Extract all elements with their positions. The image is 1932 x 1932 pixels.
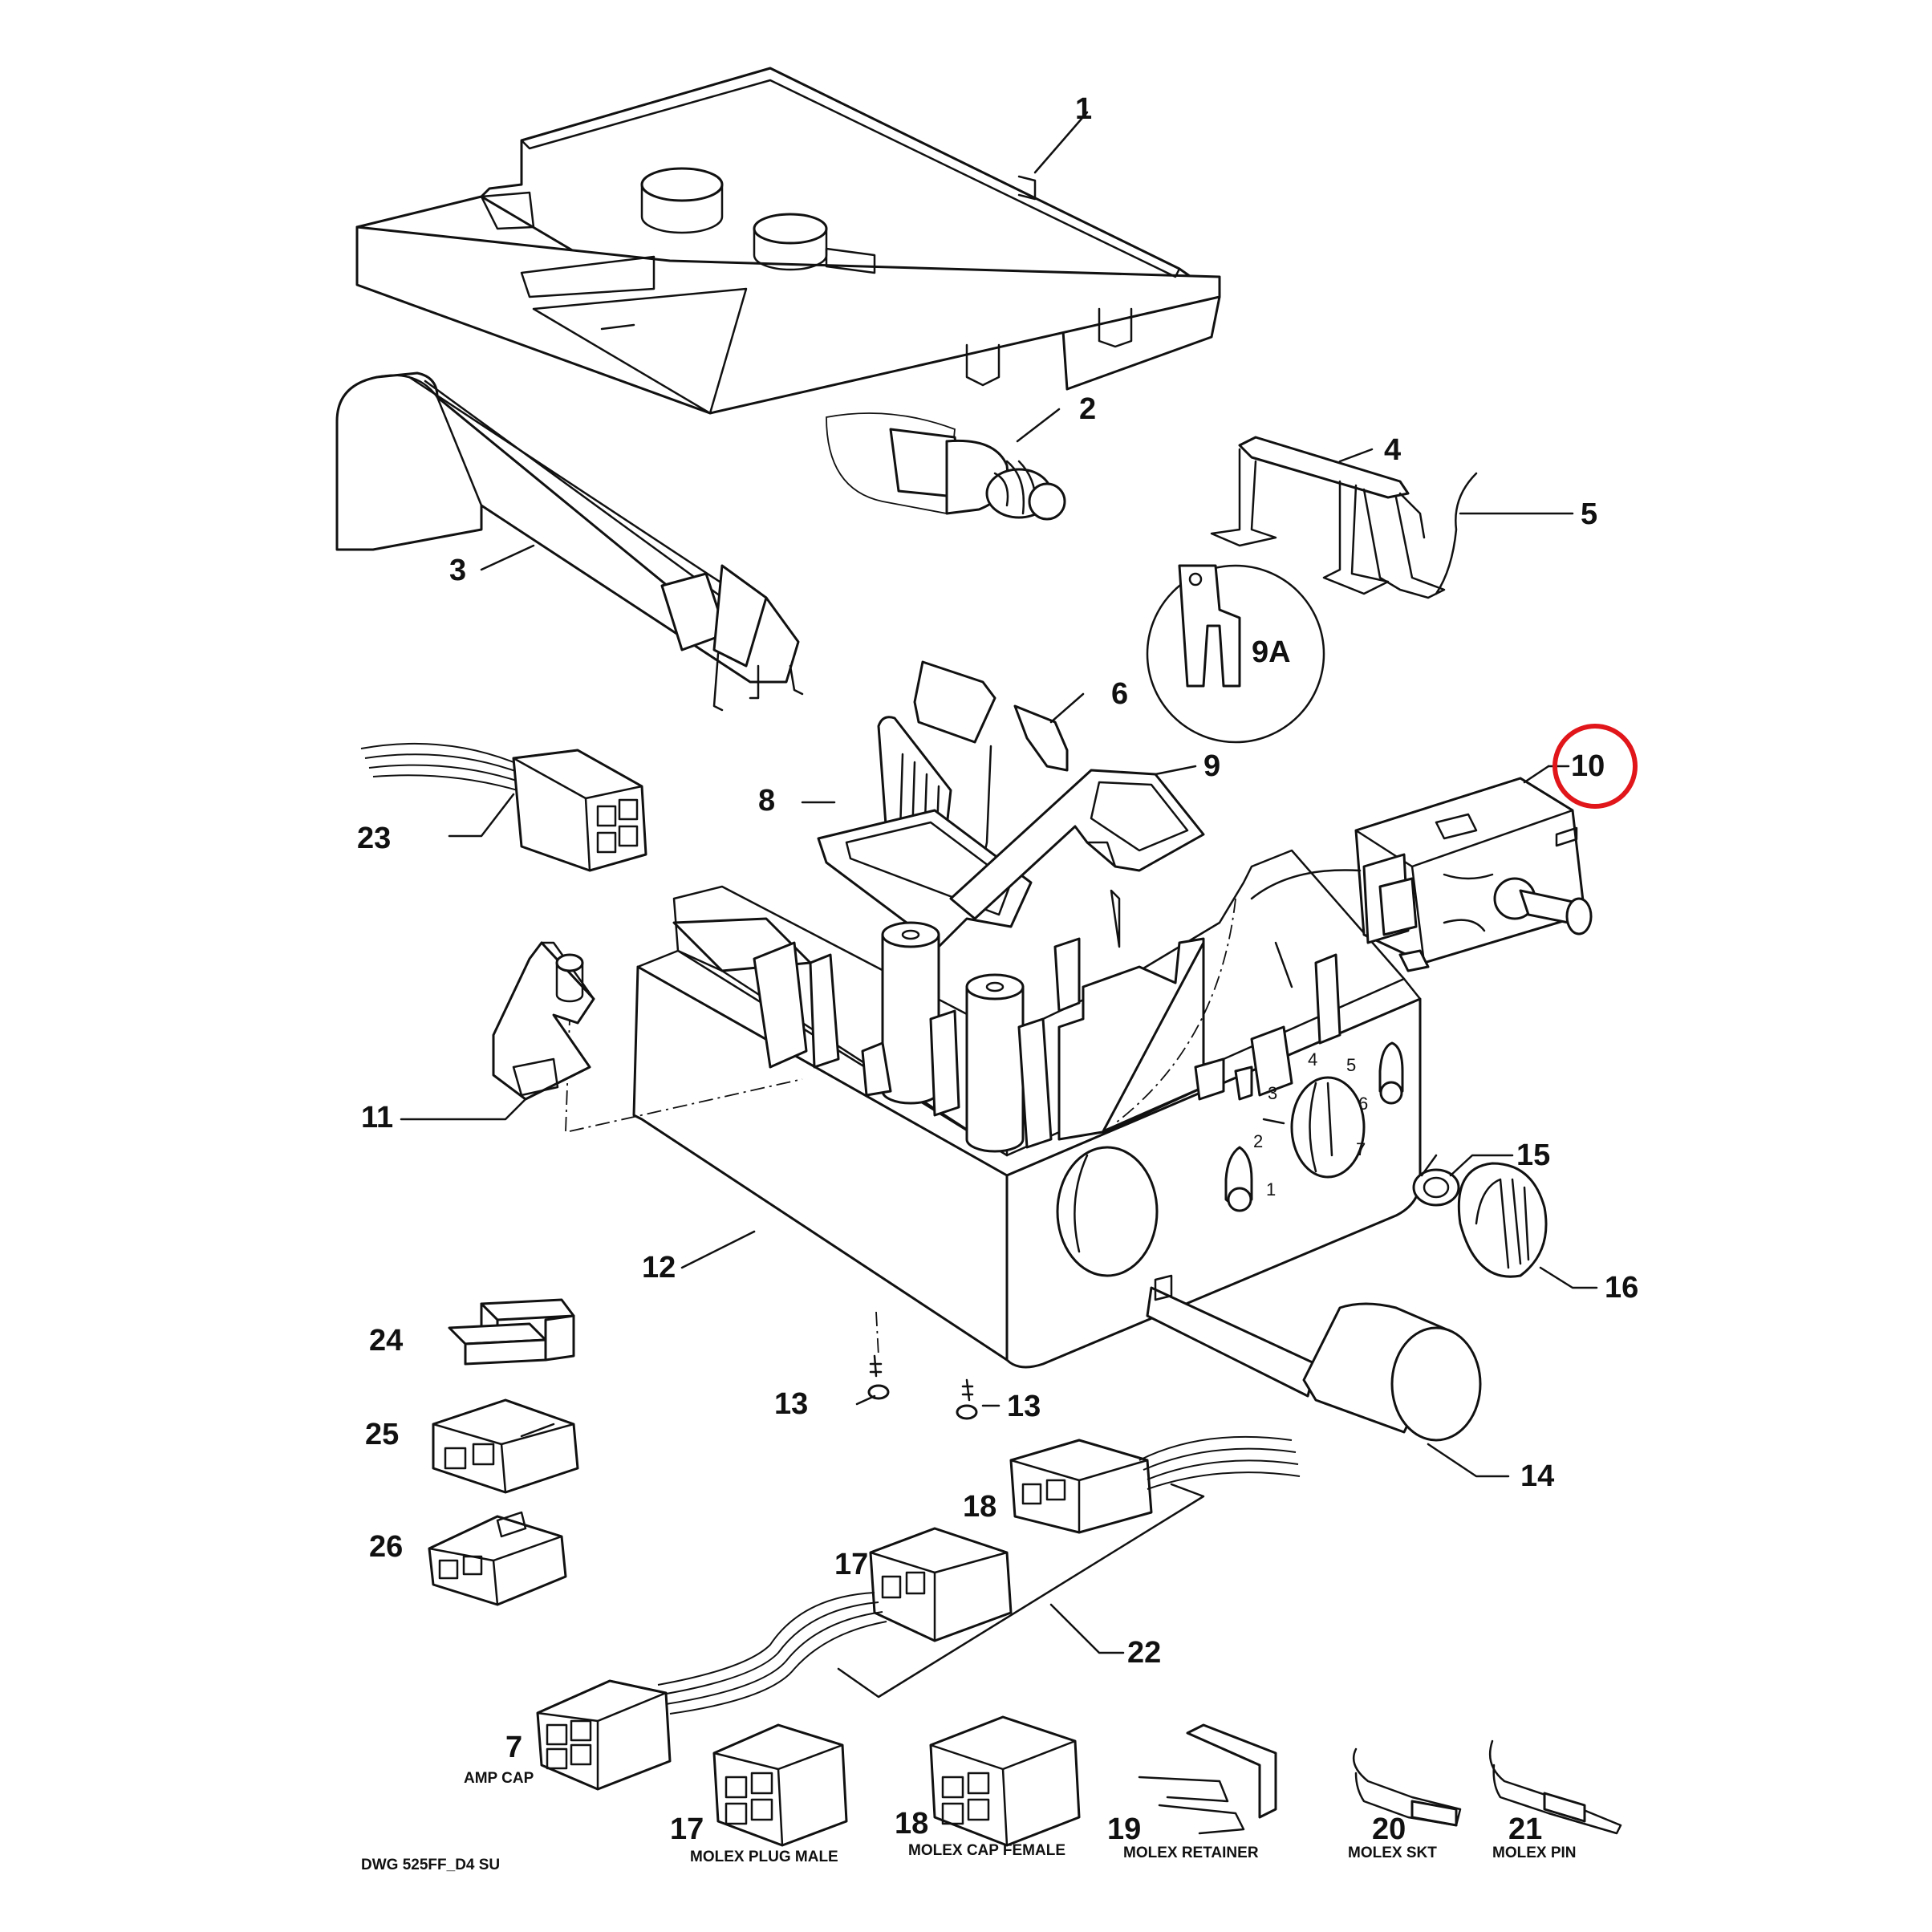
dial-2: 2 bbox=[1253, 1131, 1263, 1151]
part-15-16-knob bbox=[1412, 1154, 1598, 1289]
label-1: 1 bbox=[1075, 92, 1092, 126]
part-10-thermostat bbox=[1250, 765, 1593, 972]
label-17-harness: 17 bbox=[834, 1548, 868, 1581]
label-9a: 9A bbox=[1252, 635, 1291, 669]
label-21: 21 bbox=[1508, 1812, 1542, 1846]
label-20: 20 bbox=[1372, 1812, 1406, 1846]
label-26: 26 bbox=[369, 1530, 403, 1564]
part-24-clip bbox=[448, 1298, 575, 1366]
label-18-bottom: 18 bbox=[895, 1807, 928, 1841]
dial-5: 5 bbox=[1346, 1055, 1356, 1075]
label-17-bottom: 17 bbox=[670, 1812, 704, 1846]
label-10: 10 bbox=[1571, 749, 1605, 783]
part-5-wire bbox=[1435, 472, 1574, 595]
dial-7: 7 bbox=[1356, 1139, 1366, 1159]
part-23-connector bbox=[360, 742, 647, 872]
part-13-screws bbox=[855, 1311, 1000, 1420]
part-6-insert bbox=[913, 660, 1085, 900]
label-15: 15 bbox=[1516, 1138, 1550, 1172]
part-8-frame bbox=[801, 716, 1033, 948]
dial-numbers: 1 2 3 4 5 6 7 bbox=[1253, 1049, 1368, 1199]
part-14-capacitor bbox=[1146, 1274, 1510, 1478]
label-2: 2 bbox=[1079, 392, 1096, 426]
part-4-spring-clip bbox=[1210, 436, 1446, 599]
label-11: 11 bbox=[361, 1101, 393, 1134]
label-18-harness: 18 bbox=[963, 1490, 996, 1524]
caption-molex-retainer: MOLEX RETAINER bbox=[1123, 1845, 1259, 1861]
part-11-bracket bbox=[400, 941, 595, 1121]
part-26-housing bbox=[428, 1511, 567, 1606]
label-9: 9 bbox=[1203, 749, 1220, 783]
drawing-number: DWG 525FF_D4 SU bbox=[361, 1857, 500, 1873]
label-24: 24 bbox=[369, 1324, 403, 1358]
caption-molex-plug-male: MOLEX PLUG MALE bbox=[690, 1849, 838, 1865]
dial-3: 3 bbox=[1268, 1083, 1277, 1103]
label-13-right: 13 bbox=[1007, 1390, 1041, 1423]
dial-4: 4 bbox=[1308, 1049, 1317, 1070]
bottom-row-parts bbox=[712, 1715, 1622, 1847]
label-6: 6 bbox=[1111, 677, 1128, 711]
part-25-housing bbox=[432, 1398, 579, 1494]
part-3-arm-bracket bbox=[335, 371, 804, 712]
caption-molex-pin: MOLEX PIN bbox=[1492, 1845, 1577, 1861]
label-16: 16 bbox=[1605, 1271, 1638, 1305]
part-2-lamp-holder bbox=[826, 408, 1066, 521]
wire-harness bbox=[536, 1435, 1301, 1791]
label-19: 19 bbox=[1107, 1812, 1141, 1846]
caption-molex-cap-female: MOLEX CAP FEMALE bbox=[908, 1842, 1065, 1859]
caption-amp-cap: AMP CAP bbox=[464, 1770, 534, 1787]
label-22: 22 bbox=[1127, 1636, 1161, 1670]
label-4: 4 bbox=[1384, 433, 1401, 467]
captions: AMP CAP MOLEX PLUG MALE MOLEX CAP FEMALE… bbox=[361, 1770, 1577, 1873]
label-25: 25 bbox=[365, 1418, 399, 1451]
dial-1: 1 bbox=[1266, 1179, 1276, 1199]
part-12-housing-box bbox=[565, 849, 1422, 1369]
part-9a-inset bbox=[1146, 564, 1325, 744]
dial-6: 6 bbox=[1358, 1094, 1368, 1114]
highlight-circle-part-10 bbox=[1552, 724, 1638, 809]
part-1-top-cover bbox=[355, 67, 1221, 415]
label-12: 12 bbox=[642, 1251, 676, 1285]
label-8: 8 bbox=[758, 784, 775, 818]
label-14: 14 bbox=[1520, 1459, 1554, 1493]
label-3: 3 bbox=[449, 554, 466, 587]
label-13-left: 13 bbox=[774, 1387, 808, 1421]
callout-labels: 1 2 3 4 5 6 7 8 9 9A 10 11 12 13 13 14 1… bbox=[357, 92, 1638, 1846]
label-7: 7 bbox=[505, 1731, 522, 1764]
label-23: 23 bbox=[357, 822, 391, 855]
caption-molex-skt: MOLEX SKT bbox=[1348, 1845, 1437, 1861]
label-5: 5 bbox=[1581, 497, 1597, 531]
part-9-link bbox=[949, 765, 1205, 920]
